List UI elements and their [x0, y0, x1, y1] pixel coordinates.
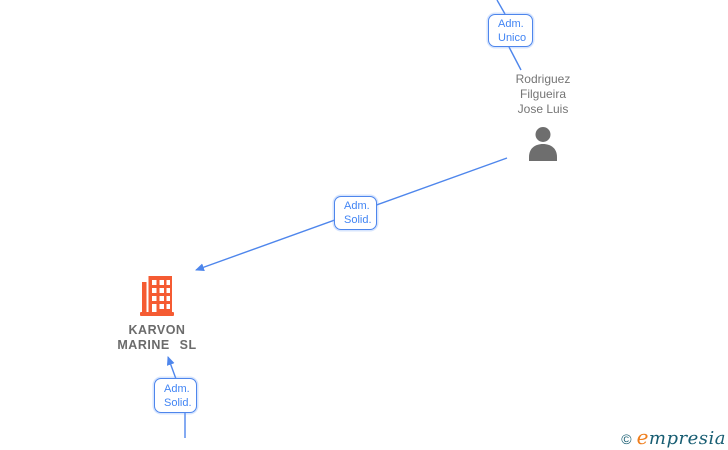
- edge-label-line: Solid.: [164, 396, 192, 409]
- edge-label-adm-solid-bottom: Adm. Solid.: [154, 378, 197, 413]
- brand-initial: e: [636, 425, 649, 449]
- person-silhouette-icon: [483, 126, 603, 167]
- edge-label-line: Adm.: [164, 382, 190, 395]
- edge-label-line: Adm.: [498, 17, 524, 30]
- brand-wordmark: empresia: [636, 425, 726, 449]
- edge-label-line: Solid.: [344, 214, 372, 226]
- copyright-icon: ©: [621, 431, 632, 447]
- person-name-line: Rodriguez: [515, 72, 571, 86]
- brand-rest: mpresia: [648, 428, 726, 449]
- edge-label-adm-solid-middle: Adm. Solid.: [334, 196, 377, 230]
- person-name-line: Filgueira: [519, 87, 567, 101]
- edge-label-adm-unico: Adm. Unico: [488, 14, 533, 47]
- company-name-line: MARINE SL: [117, 337, 197, 352]
- empresia-logo[interactable]: © empresia: [621, 425, 726, 449]
- edge-bottom-to-company: [166, 356, 177, 380]
- building-icon: [87, 276, 227, 321]
- edge-label-line: Unico: [498, 31, 527, 44]
- edge-adm-unico-to-person: [508, 46, 522, 71]
- edge-top-offscreen: [496, 0, 506, 15]
- person-name-line: Jose Luis: [517, 102, 569, 116]
- company-name-line: KARVON: [128, 323, 186, 337]
- edge-label-line: Adm.: [344, 200, 370, 212]
- company-node[interactable]: KARVON MARINE SL: [87, 276, 227, 352]
- person-node[interactable]: Rodriguez Filgueira Jose Luis: [483, 72, 603, 167]
